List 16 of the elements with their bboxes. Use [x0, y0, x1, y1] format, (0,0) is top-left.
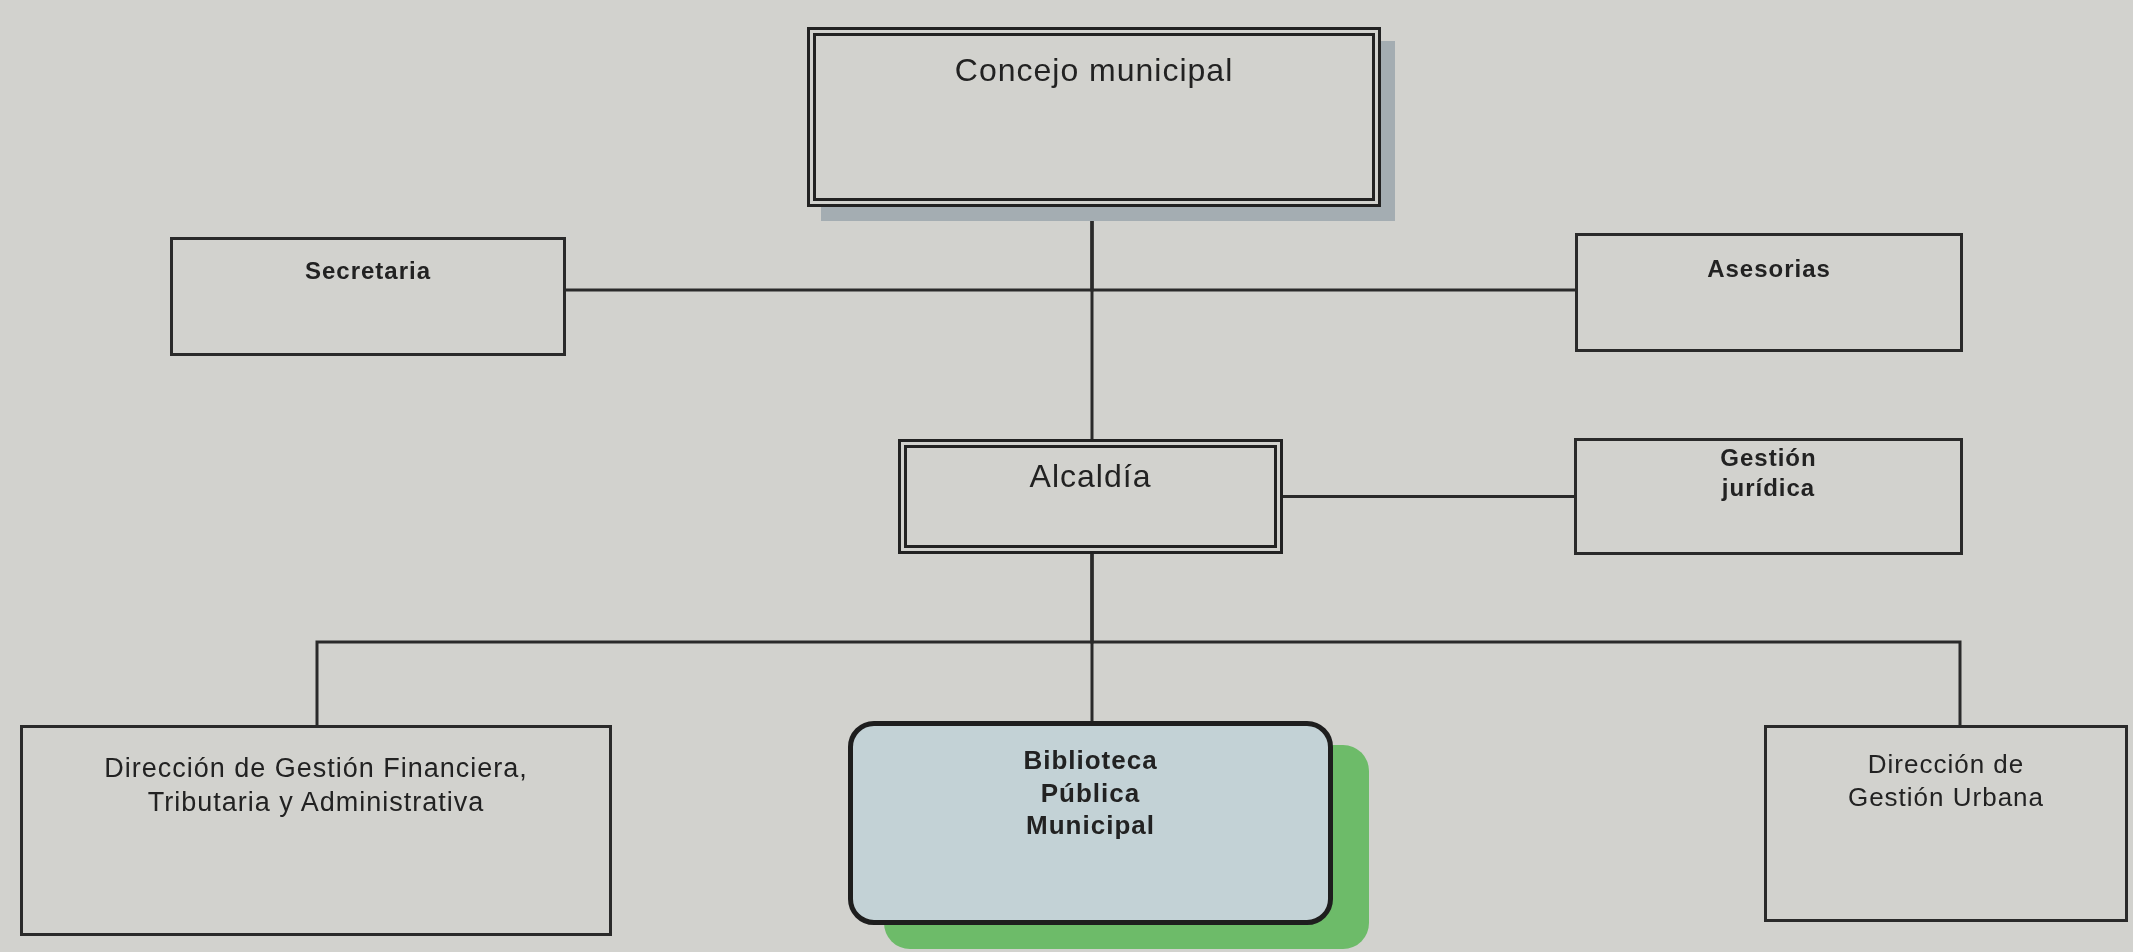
org-box [1574, 438, 1963, 555]
box-label: Asesorias [1707, 254, 1831, 284]
box-label: Concejo municipal [954, 51, 1234, 90]
box-label: Secretaria [304, 256, 432, 286]
connector-line [1283, 495, 1574, 498]
box-label: Dirección de Gestión Financiera, Tributaria y Administrativa [103, 752, 529, 819]
double-border-box [898, 439, 1283, 554]
org-box [1575, 233, 1963, 352]
box-label: Biblioteca Pública Municipal [1022, 744, 1159, 842]
box-label: Dirección de Gestión Urbana [1846, 748, 2046, 813]
org-box [170, 237, 566, 356]
box-label: Alcaldía [1029, 457, 1152, 496]
org-box [20, 725, 612, 936]
org-box [1764, 725, 2128, 922]
box-label: Gestión jurídica [1719, 443, 1818, 503]
connector-line [1090, 554, 1962, 725]
